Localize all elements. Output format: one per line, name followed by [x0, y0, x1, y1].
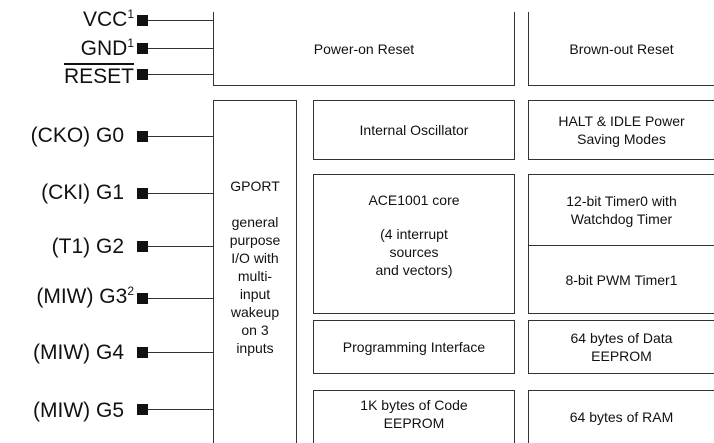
pwm-timer1-label: 8-bit PWM Timer1 — [565, 272, 678, 288]
pin-g2-line — [148, 246, 213, 247]
pin-g4-label: (MIW) G4 — [33, 341, 124, 364]
timers-block: 12-bit Timer0 with Watchdog Timer 8-bit … — [528, 174, 714, 314]
pin-gnd-label: GND1 — [80, 36, 134, 60]
brown-out-reset-label: Brown-out Reset — [569, 40, 674, 57]
programming-interface-label: Programming Interface — [342, 339, 486, 355]
code-eeprom-label: 1K bytes of Code EEPROM — [360, 397, 468, 431]
gport-description: general purpose I/O with multi- input wa… — [229, 214, 281, 356]
power-on-reset-label: Power-on Reset — [313, 40, 415, 57]
code-eeprom-block: 1K bytes of Code EEPROM — [313, 390, 515, 443]
internal-oscillator-label: Internal Oscillator — [359, 122, 469, 138]
pin-g1-label: (CKI) G1 — [41, 181, 124, 204]
pin-vcc-line — [148, 20, 213, 21]
gport-title: GPORT — [230, 178, 280, 194]
data-eeprom-block: 64 bytes of Data EEPROM — [528, 320, 714, 374]
ram-block: 64 bytes of RAM — [528, 390, 714, 443]
pwm-timer1-cell: 8-bit PWM Timer1 — [529, 246, 714, 314]
timer0-cell: 12-bit Timer0 with Watchdog Timer — [529, 175, 714, 246]
halt-idle-label: HALT & IDLE Power Saving Modes — [558, 113, 685, 147]
pin-reset-terminal — [137, 69, 148, 80]
pin-g4-line — [148, 352, 213, 353]
pin-g1-line — [148, 193, 213, 194]
internal-oscillator-block: Internal Oscillator — [313, 100, 515, 160]
pin-gnd-line — [148, 48, 213, 49]
pin-g2-terminal — [137, 241, 148, 252]
pin-g3-line — [148, 298, 213, 299]
pin-gnd-terminal — [137, 43, 148, 54]
power-on-reset-block: Power-on Reset — [213, 12, 515, 86]
pin-g0-terminal — [137, 131, 148, 142]
core-block: ACE1001 core (4 interrupt sources and ve… — [313, 174, 515, 314]
pin-g2-label: (T1) G2 — [51, 235, 124, 258]
pin-g1-terminal — [137, 188, 148, 199]
pin-reset-label: RESET — [63, 65, 134, 88]
core-title: ACE1001 core — [368, 192, 460, 208]
pin-vcc-label: VCC1 — [82, 7, 134, 31]
pin-g4-terminal — [137, 347, 148, 358]
pin-g0-label: (CKO) G0 — [30, 124, 124, 147]
pin-g5-terminal — [137, 404, 148, 415]
pin-vcc-terminal — [137, 15, 148, 26]
core-description: (4 interrupt sources and vectors) — [375, 226, 453, 278]
ram-label: 64 bytes of RAM — [569, 409, 674, 425]
gport-block: GPORT general purpose I/O with multi- in… — [213, 100, 297, 443]
timer0-label: 12-bit Timer0 with Watchdog Timer — [566, 193, 677, 227]
pin-g5-line — [148, 409, 213, 410]
data-eeprom-label: 64 bytes of Data EEPROM — [570, 330, 673, 364]
pin-reset-line — [148, 74, 213, 75]
pin-g0-line — [148, 136, 213, 137]
pin-g5-label: (MIW) G5 — [33, 399, 124, 422]
brown-out-reset-block: Brown-out Reset — [528, 12, 714, 86]
halt-idle-block: HALT & IDLE Power Saving Modes — [528, 100, 714, 160]
programming-interface-block: Programming Interface — [313, 320, 515, 374]
pin-g3-label: (MIW) G32 — [36, 284, 134, 308]
pin-g3-terminal — [137, 293, 148, 304]
